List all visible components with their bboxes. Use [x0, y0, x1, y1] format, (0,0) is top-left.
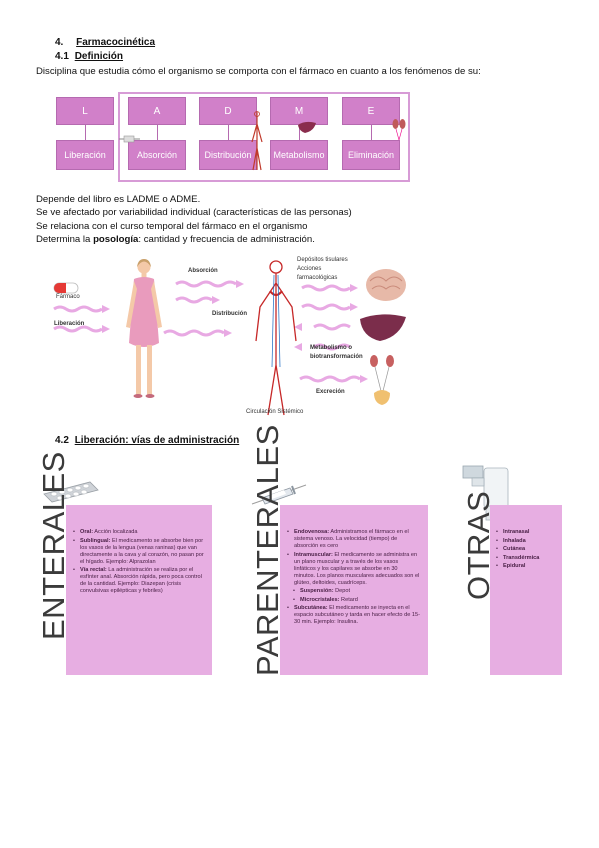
section-42-heading: 4.2 Liberación: vías de administración [55, 435, 239, 446]
connector-a [157, 125, 158, 140]
list-item: Oral: Acción localizada [72, 529, 204, 536]
list-item: Intranasal [495, 529, 558, 536]
label-metabolismo: Metabolismo o [310, 345, 353, 351]
parenterales-panel: Endovenosa: Administramos el fármaco en … [280, 505, 428, 675]
label-excrecion: Excreción [316, 389, 345, 395]
enterales-list: Oral: Acción localizada Sublingual: El m… [66, 505, 212, 595]
section-4-title: Farmacocinética [76, 37, 156, 48]
label-absorcion: Absorción [188, 268, 218, 274]
liver-icon [298, 121, 316, 133]
p4-bold: posología [93, 233, 139, 245]
paragraph-1: Depende del libro es LADME o ADME. [36, 194, 201, 205]
paragraph-4: Determina la posología: cantidad y frecu… [36, 233, 352, 246]
p4-post: : cantidad y frecuencia de administració… [138, 233, 315, 245]
capsule-icon [53, 282, 79, 294]
ladme-letter-d: D [199, 97, 257, 125]
syringe-icon [251, 484, 307, 505]
ladme-label-absorcion: Absorción [128, 140, 186, 170]
connector-d [228, 125, 229, 140]
ladme-label-metabolismo: Metabolismo [270, 140, 328, 170]
section-42-number: 4.2 [55, 435, 69, 446]
list-item: Suspensión: Depot [286, 588, 420, 595]
connector-e [371, 125, 372, 140]
label-depositos: Depósitos tisulares [297, 257, 348, 263]
adme-outline [118, 92, 410, 182]
circulatory-icon [251, 111, 263, 171]
list-item: Subcutánea: El medicamento se inyecta en… [286, 605, 420, 626]
ladme-letter-e: E [342, 97, 400, 125]
label-distribucion: Distribución [212, 311, 248, 317]
section-4-number: 4. [55, 37, 64, 48]
ladme-label-eliminacion: Eliminación [342, 140, 400, 170]
list-item: Endovenosa: Administramos el fármaco en … [286, 529, 420, 550]
section-41-title: Definición [74, 51, 124, 62]
label-acciones: Acciones [297, 266, 322, 272]
definition-paragraphs: Depende del libro es LADME o ADME. Se ve… [36, 193, 352, 246]
section-41-heading: 4.1 Definición [55, 51, 123, 62]
intro-text: Disciplina que estudia cómo el organismo… [36, 66, 481, 77]
liver-icon [360, 314, 406, 341]
parenterales-list: Endovenosa: Administramos el fármaco en … [280, 505, 428, 626]
kidneys-icon [392, 119, 406, 141]
ladme-label-distribucion: Distribución [199, 140, 257, 170]
ladme-letter-l: L [56, 97, 114, 125]
list-item: Vía rectal: La administración se realiza… [72, 567, 204, 595]
paragraph-2: Se ve afectado por variabilidad individu… [36, 207, 352, 219]
kidney-bladder-icon [370, 355, 394, 405]
list-item: Microcristales: Retard [286, 597, 420, 604]
list-item: Inhalada [495, 538, 558, 545]
section-4-heading: 4. Farmacocinética [55, 37, 155, 48]
list-item: Transdérmica [495, 555, 558, 562]
section-42-title: Liberación: vías de administración [74, 435, 240, 446]
otras-list: Intranasal Inhalada Cutánea Transdérmica… [490, 505, 562, 570]
list-item: Epidural [495, 563, 558, 570]
ladme-letter-a: A [128, 97, 186, 125]
label-biotransformacion: biotransformación [310, 354, 363, 360]
woman-figure-icon [126, 259, 162, 398]
circulatory-system-icon [255, 260, 297, 416]
label-circulacion: Circulación Sistémico [246, 409, 304, 415]
pharmacokinetics-figure: Fármaco Liberación Absorción Distribució… [48, 255, 418, 425]
otras-panel: Intranasal Inhalada Cutánea Transdérmica… [490, 505, 562, 675]
connector-m [299, 125, 300, 140]
list-item: Cutánea [495, 546, 558, 553]
label-liberacion: Liberación [54, 321, 85, 327]
paragraph-3: Se relaciona con el curso temporal del f… [36, 220, 308, 232]
label-farmaco: Fármaco [56, 294, 80, 300]
brain-icon [366, 269, 406, 301]
syringe-icon [119, 135, 140, 143]
p4-pre: Determina la [36, 233, 94, 245]
pk-illustration [53, 259, 406, 416]
ladme-label-liberacion: Liberación [56, 140, 114, 170]
ladme-diagram: L A D M E Liberación Absorción Distribuc… [52, 92, 410, 182]
section-41-number: 4.1 [55, 51, 69, 62]
connector-l [85, 125, 86, 140]
enterales-panel: Oral: Acción localizada Sublingual: El m… [66, 505, 212, 675]
pill-blister-icon [43, 481, 99, 503]
label-farmacologicas: farmacológicas [297, 275, 338, 281]
list-item: Sublingual: El medicamento se absorbe bi… [72, 538, 204, 566]
list-item: Intramuscular: El medicamento se adminis… [286, 552, 420, 587]
